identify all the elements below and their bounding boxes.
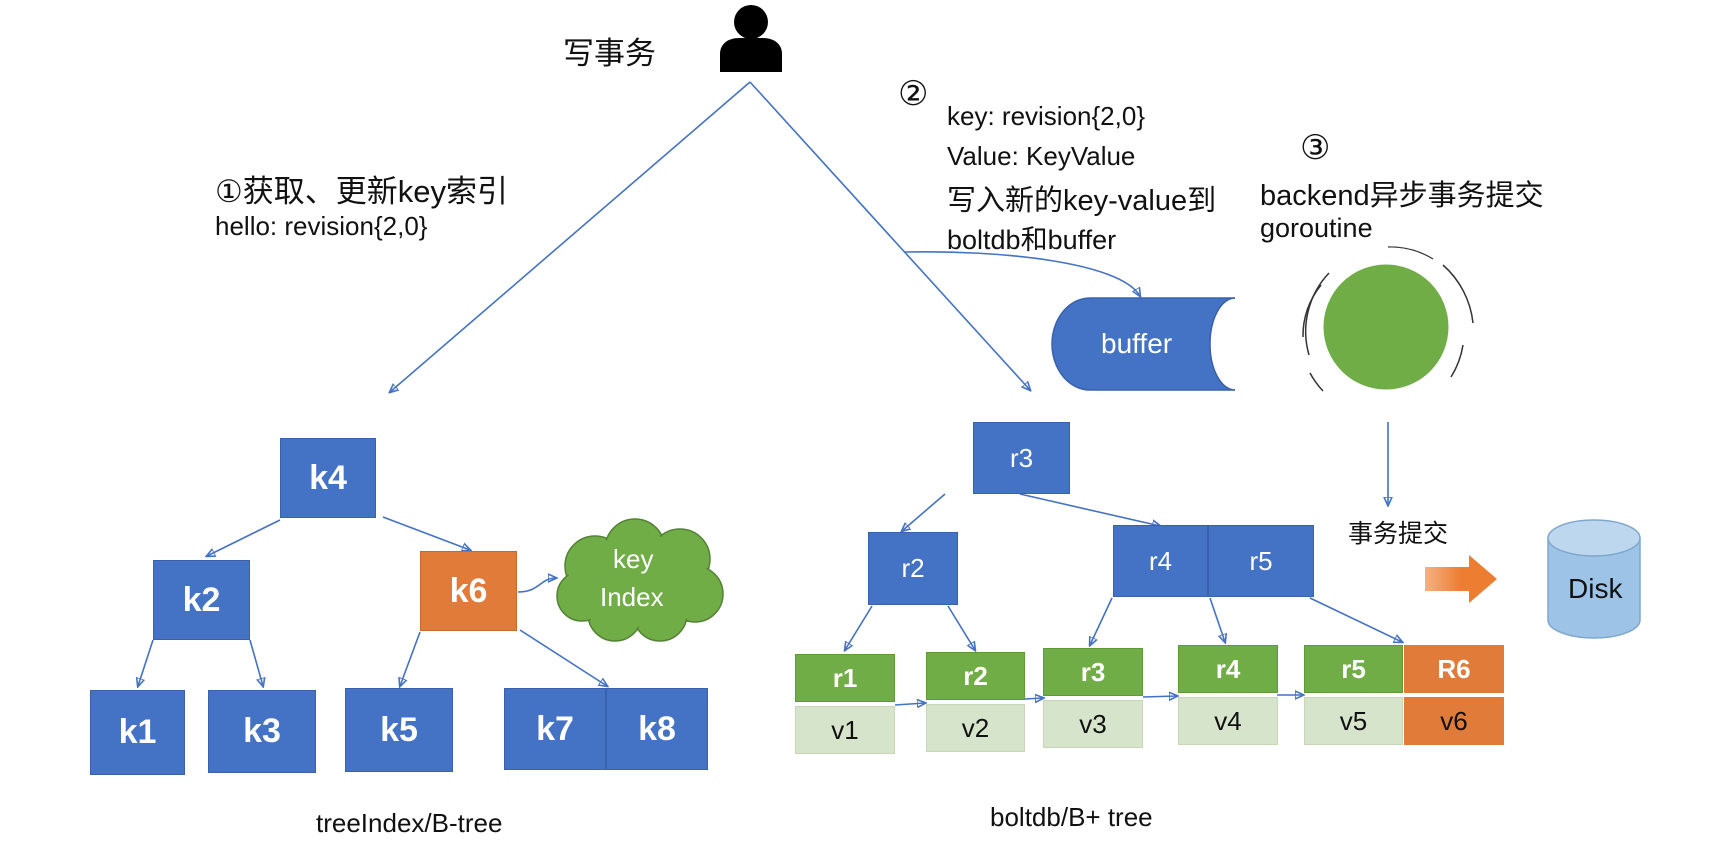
edge-r3-r4 xyxy=(1019,493,1160,526)
tree-node-k5: k5 xyxy=(345,688,453,772)
arrow-user-to-boltdb xyxy=(749,81,1030,390)
leaf-key-r3: r3 xyxy=(1043,648,1143,696)
commit-arrow-icon xyxy=(1425,555,1497,603)
step1-title: ①获取、更新key索引 xyxy=(215,166,508,211)
leaf-link-1 xyxy=(894,703,925,705)
tree-node-k3: k3 xyxy=(208,690,316,773)
leaf-value-v4: v4 xyxy=(1178,697,1278,745)
edge-k6-keyindex xyxy=(517,578,556,593)
bolt-node-r3: r3 xyxy=(973,422,1070,494)
key-index-cloud-icon xyxy=(556,518,724,642)
leaf-key-r2: r2 xyxy=(926,652,1025,700)
tree-node-k1: k1 xyxy=(90,690,185,775)
step2-line2: Value: KeyValue xyxy=(947,141,1136,171)
edge-r4-r4 xyxy=(1209,597,1225,642)
step3-line2: goroutine xyxy=(1260,213,1373,243)
tree-node-k4: k4 xyxy=(280,438,376,518)
edge-k4-k6 xyxy=(382,516,470,550)
commit-label: 事务提交 xyxy=(1348,520,1449,548)
bolt-node-r4: r4 xyxy=(1113,525,1208,597)
edge-r2-r1 xyxy=(845,605,873,650)
key-index-line1: key xyxy=(613,544,654,574)
step2-line4: boltdb和buffer xyxy=(947,225,1117,255)
user-label: 写事务 xyxy=(563,36,656,71)
step1-detail: hello: revision{2,0} xyxy=(215,211,428,241)
edge-r3-r2 xyxy=(902,493,946,531)
step2-number: ② xyxy=(898,75,929,113)
leaf-value-v1: v1 xyxy=(795,706,895,754)
step1-title-text: 获取、更新key索引 xyxy=(242,174,509,209)
arrow-to-buffer xyxy=(904,250,1140,296)
bolt-node-r2: r2 xyxy=(868,532,958,605)
edge-r4-r3 xyxy=(1090,597,1113,645)
tree-node-k7: k7 xyxy=(504,688,606,770)
bolt-node-r5: r5 xyxy=(1208,525,1314,597)
tree-node-k2: k2 xyxy=(153,560,250,640)
user-icon xyxy=(720,5,782,72)
leaf-key-r5: r5 xyxy=(1304,645,1403,693)
edge-r5-r5 xyxy=(1309,597,1402,642)
step2-line3: 写入新的key-value到 xyxy=(947,185,1217,217)
step2-line1: key: revision{2,0} xyxy=(947,101,1146,131)
edge-r2-r2 xyxy=(947,605,975,650)
edge-k2-k1 xyxy=(138,639,154,686)
key-index-line2: Index xyxy=(600,582,664,612)
leaf-value-v2: v2 xyxy=(926,704,1025,752)
boltdb-caption: boltdb/B+ tree xyxy=(990,802,1153,832)
edge-k4-k2 xyxy=(207,519,281,556)
leaf-link-3 xyxy=(1142,696,1177,697)
step1-number: ① xyxy=(215,174,243,209)
edge-k6-k5 xyxy=(400,631,421,686)
step3-number: ③ xyxy=(1300,129,1331,167)
leaf-value-v3: v3 xyxy=(1043,700,1143,748)
tree-node-k8: k8 xyxy=(606,688,708,770)
treeindex-caption: treeIndex/B-tree xyxy=(316,808,503,838)
edge-k6-k7 xyxy=(519,629,607,686)
leaf-key-R6: R6 xyxy=(1404,645,1504,693)
edge-k2-k3 xyxy=(249,639,263,686)
disk-label: Disk xyxy=(1568,573,1623,604)
buffer-cylinder xyxy=(1051,297,1236,391)
buffer-label: buffer xyxy=(1101,328,1173,359)
leaf-key-r4: r4 xyxy=(1178,645,1278,693)
leaf-link-2 xyxy=(1024,698,1043,699)
goroutine-icon xyxy=(1302,246,1474,393)
disk-icon xyxy=(1547,519,1641,639)
leaf-value-v5: v5 xyxy=(1304,697,1403,745)
leaf-key-r1: r1 xyxy=(795,654,895,702)
leaf-value-v6: v6 xyxy=(1404,697,1504,745)
arrow-user-to-treeindex xyxy=(390,81,751,392)
step3-line1: backend异步事务提交 xyxy=(1260,180,1544,212)
tree-node-k6: k6 xyxy=(420,551,517,631)
